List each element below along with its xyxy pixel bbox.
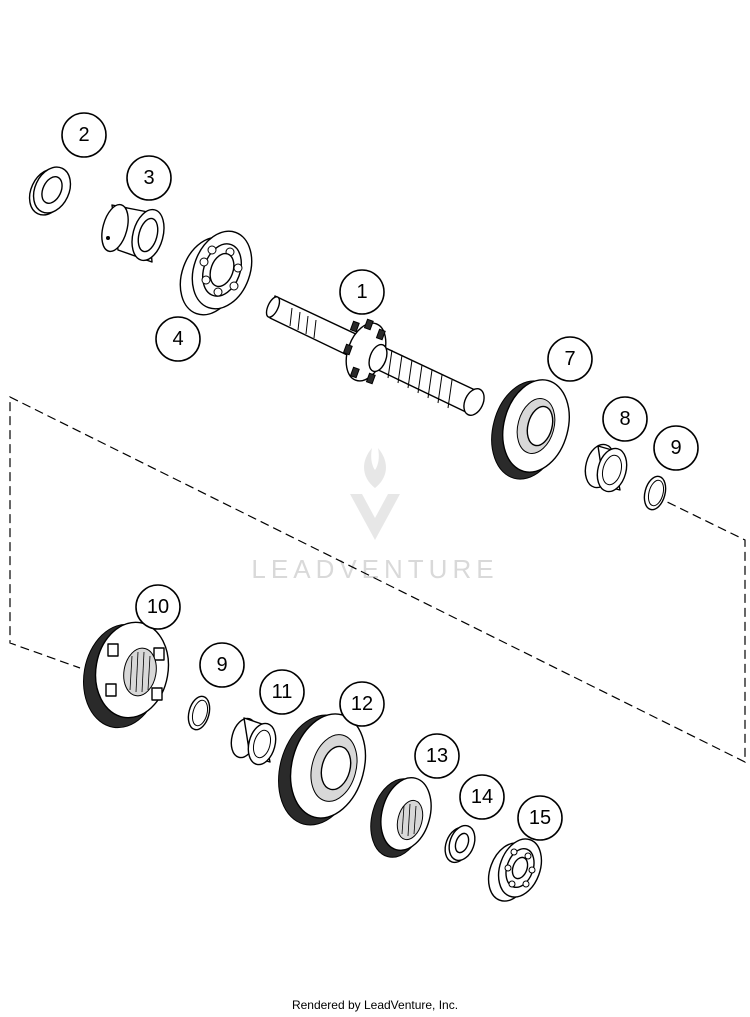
callout-9-lower: 9 — [199, 642, 245, 688]
callout-label-2: 2 — [78, 124, 89, 146]
part-11-needle-bearing — [230, 717, 277, 766]
callout-label-14: 14 — [471, 786, 493, 808]
callout-11: 11 — [259, 669, 305, 715]
callout-label-10: 10 — [147, 596, 169, 618]
footer-credit: Rendered by LeadVenture, Inc. — [291, 998, 459, 1012]
callout-14: 14 — [459, 774, 505, 820]
watermark-text: LEADVENTURE — [251, 554, 498, 584]
part-2-washer — [28, 166, 72, 216]
callout-label-7: 7 — [564, 348, 575, 370]
callout-label-15: 15 — [529, 807, 551, 829]
callout-label-9-lower: 9 — [216, 654, 227, 676]
callout-label-13: 13 — [426, 745, 448, 767]
watermark-logo — [350, 448, 400, 540]
callout-label-11: 11 — [272, 681, 293, 703]
part-8-needle-bearing — [584, 443, 628, 493]
part-12-gear — [278, 713, 367, 826]
callout-label-1: 1 — [356, 281, 367, 303]
part-1-main-shaft — [265, 295, 485, 416]
part-3-bushing — [101, 203, 165, 263]
callout-9-upper: 9 — [653, 425, 699, 471]
callout-12: 12 — [339, 681, 385, 727]
callout-2: 2 — [61, 112, 107, 158]
callout-label-9-upper: 9 — [670, 437, 681, 459]
part-13-gear — [370, 777, 432, 858]
callout-15: 15 — [517, 795, 563, 841]
part-9-circlip-upper — [643, 475, 667, 511]
part-7-gear — [491, 379, 570, 480]
callout-10: 10 — [135, 584, 181, 630]
assembly-guide-line — [9, 396, 746, 763]
part-15-bearing — [487, 838, 543, 902]
part-14-washer — [444, 824, 476, 864]
callout-label-3: 3 — [143, 167, 154, 189]
callout-8: 8 — [602, 396, 648, 442]
callout-7: 7 — [547, 336, 593, 382]
callout-1: 1 — [339, 269, 385, 315]
part-9-circlip-lower — [187, 695, 211, 731]
callout-3: 3 — [126, 155, 172, 201]
part-10-gear — [83, 621, 170, 729]
callout-label-4: 4 — [172, 328, 183, 350]
callout-4: 4 — [155, 316, 201, 362]
callout-label-8: 8 — [619, 408, 630, 430]
callout-label-12: 12 — [351, 693, 373, 715]
part-4-bearing — [179, 230, 253, 316]
callout-13: 13 — [414, 733, 460, 779]
